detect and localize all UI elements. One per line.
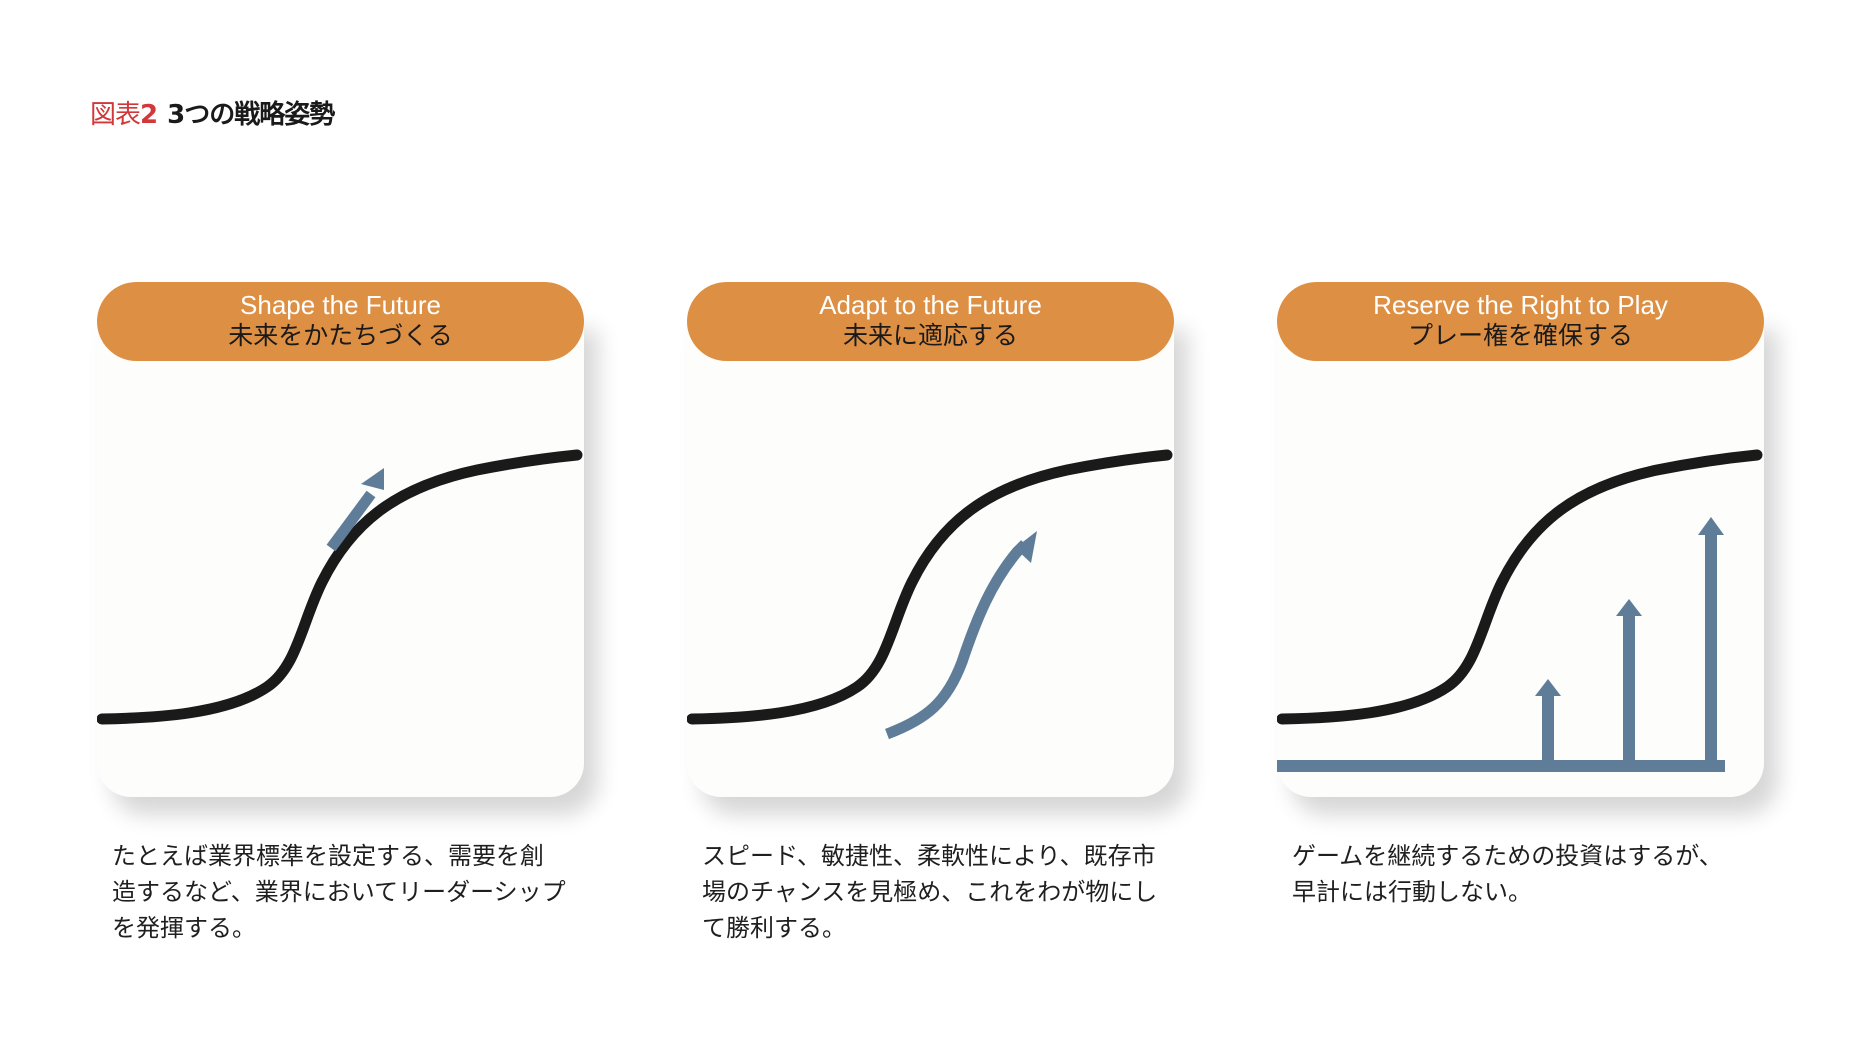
- curved-arrow-icon: [885, 531, 1037, 740]
- s-curve-chart: [687, 449, 1173, 740]
- posture-title-ja: プレー権を確保する: [1407, 321, 1633, 350]
- posture-description: スピード、敏捷性、柔軟性により、既存市 場のチャンスを見極め、これをわが物にし …: [702, 838, 1182, 946]
- posture-card-reserve: Reserve the Right to Play プレー権を確保する: [1277, 282, 1764, 797]
- figure-title-text: 3つの戦略姿勢: [167, 100, 335, 130]
- s-curve-chart: [97, 449, 583, 725]
- posture-card-shape: Shape the Future 未来をかたちづくる: [97, 282, 584, 797]
- posture-title-en: Reserve the Right to Play: [1373, 290, 1668, 320]
- s-curve: [687, 449, 1173, 725]
- diagonal-arrow-icon: [326, 468, 384, 552]
- description-line: を発揮する。: [112, 914, 256, 942]
- description-line: 場のチャンスを見極め、これをわが物にし: [702, 878, 1158, 906]
- posture-description: たとえば業界標準を設定する、需要を創 造するなど、業界においてリーダーシップ を…: [112, 838, 592, 946]
- stepped-arrows-icon: [1277, 517, 1725, 772]
- s-curve-chart: [1277, 449, 1763, 772]
- s-curve: [97, 449, 583, 725]
- figure-title: 図表2 3つの戦略姿勢: [90, 94, 335, 131]
- description-line: ゲームを継続するための投資はするが、: [1292, 842, 1723, 870]
- description-line: 造するなど、業界においてリーダーシップ: [112, 878, 566, 906]
- posture-title-en: Shape the Future: [240, 290, 441, 320]
- posture-pill: Shape the Future 未来をかたちづくる: [97, 282, 584, 361]
- description-line: スピード、敏捷性、柔軟性により、既存市: [702, 842, 1156, 870]
- posture-title-en: Adapt to the Future: [819, 290, 1042, 320]
- posture-description: ゲームを継続するための投資はするが、 早計には行動しない。: [1292, 838, 1772, 910]
- posture-card-adapt: Adapt to the Future 未来に適応する: [687, 282, 1174, 797]
- posture-title-ja: 未来に適応する: [842, 321, 1018, 350]
- s-curve: [1277, 449, 1763, 725]
- posture-pill: Adapt to the Future 未来に適応する: [687, 282, 1174, 361]
- description-line: 早計には行動しない。: [1292, 878, 1532, 906]
- figure-label: 図表: [90, 100, 141, 130]
- posture-pill: Reserve the Right to Play プレー権を確保する: [1277, 282, 1764, 361]
- description-line: て勝利する。: [702, 914, 846, 942]
- figure-number: 2: [140, 100, 158, 130]
- description-line: たとえば業界標準を設定する、需要を創: [112, 842, 544, 870]
- posture-title-ja: 未来をかたちづくる: [228, 321, 453, 350]
